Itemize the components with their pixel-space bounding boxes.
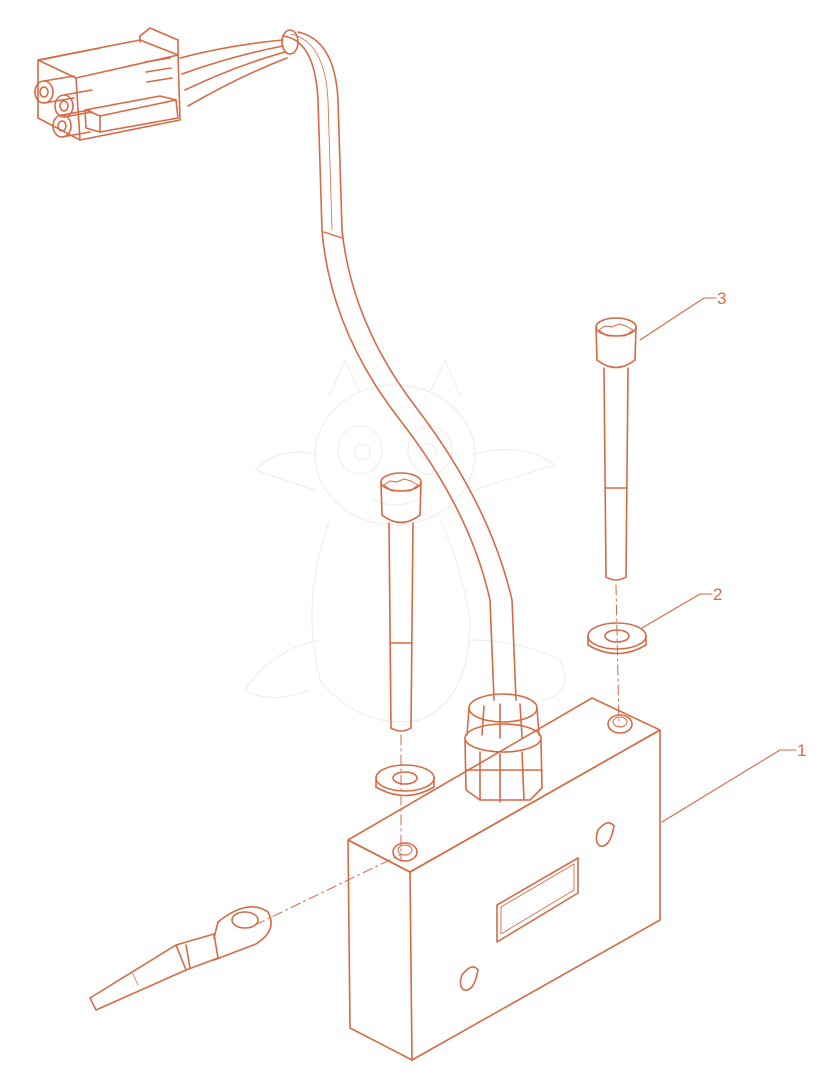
- callout-label-3: 3: [717, 289, 726, 308]
- assembly-center-lines: [254, 584, 620, 926]
- callout-label-2: 2: [713, 585, 722, 604]
- housing-hole-left: [392, 842, 418, 862]
- housing-block: [347, 697, 661, 1061]
- housing-front-face: [347, 839, 413, 1061]
- housing-label-window: [496, 857, 579, 943]
- connector-plug: [34, 27, 181, 141]
- callout-3: 3: [639, 289, 726, 341]
- callout-1: 1: [661, 741, 806, 823]
- washer-left: [375, 764, 435, 797]
- housing-side-hole-upper: [595, 822, 615, 847]
- ring-terminal: [89, 906, 272, 1011]
- housing-side-face: [409, 729, 661, 1061]
- screw-left: [380, 472, 422, 732]
- callout-2: 2: [641, 585, 722, 629]
- cable-edge-left: [282, 35, 495, 701]
- cable-edge-right: [297, 31, 517, 701]
- watermark-mascot: [244, 359, 566, 723]
- cable-assembly: [34, 27, 517, 701]
- housing-side-hole-lower: [459, 966, 479, 991]
- housing-hole-right: [607, 714, 633, 734]
- callout-label-1: 1: [797, 741, 806, 760]
- cable-gland: [464, 693, 543, 803]
- screw-right: [595, 317, 637, 581]
